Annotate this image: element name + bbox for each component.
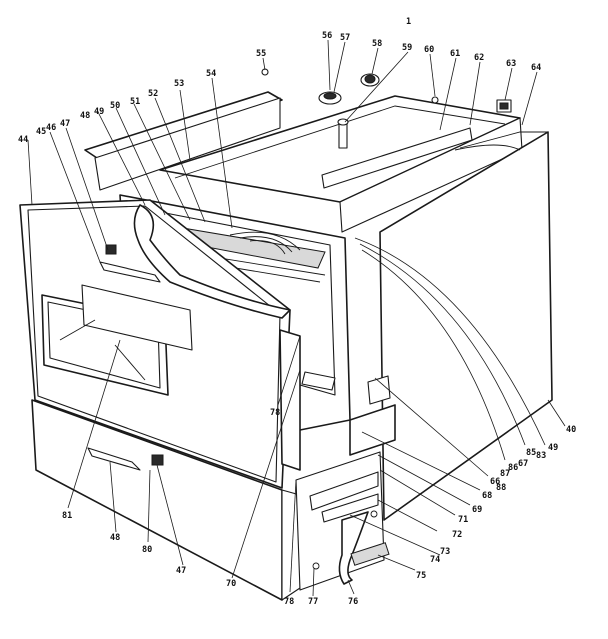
callout-73: 73	[440, 547, 450, 557]
callout-88: 88	[496, 483, 506, 493]
callout-58: 58	[372, 39, 382, 49]
top-fittings	[261, 68, 512, 149]
callout-66: 66	[490, 477, 500, 487]
callout-78-b: 78	[270, 408, 280, 418]
callout-54: 54	[206, 69, 216, 79]
callout-64: 64	[531, 63, 541, 73]
lower-drawer	[31, 399, 301, 601]
callout-49: 49	[94, 107, 104, 117]
callout-55: 55	[256, 49, 266, 59]
callout-45: 45	[36, 127, 46, 137]
callout-44: 44	[18, 135, 28, 145]
callout-57: 57	[340, 33, 350, 43]
callout-83: 83	[536, 451, 546, 461]
callout-60: 60	[424, 45, 434, 55]
callout-56: 56	[322, 31, 332, 41]
callout-47: 47	[60, 119, 70, 129]
callout-59: 59	[402, 43, 412, 53]
callout-labels: 1 40 44 45 46 47 47 48 48 49 49 50 51 52…	[18, 17, 576, 607]
callout-86: 86	[508, 463, 518, 473]
callout-61: 61	[450, 49, 460, 59]
callout-80: 80	[142, 545, 152, 555]
callout-40: 40	[566, 425, 576, 435]
callout-51: 51	[130, 97, 140, 107]
callout-1: 1	[406, 17, 411, 27]
callout-75: 75	[416, 571, 426, 581]
callout-48: 48	[80, 111, 90, 121]
callout-72: 72	[452, 530, 462, 540]
callout-81: 81	[62, 511, 72, 521]
callout-70: 70	[226, 579, 236, 589]
callout-69: 69	[472, 505, 482, 515]
callout-62: 62	[474, 53, 484, 63]
callout-71: 71	[458, 515, 468, 525]
callout-47-b: 47	[176, 566, 186, 576]
callout-49-b: 49	[548, 443, 558, 453]
callout-87: 87	[500, 469, 510, 479]
callout-50: 50	[110, 101, 120, 111]
callout-78: 78	[284, 597, 294, 607]
callout-53: 53	[174, 79, 184, 89]
callout-76: 76	[348, 597, 358, 607]
door-window	[41, 284, 193, 396]
callout-67: 67	[518, 459, 528, 469]
callout-68: 68	[482, 491, 492, 501]
callout-46: 46	[46, 123, 56, 133]
callout-77: 77	[308, 597, 318, 607]
callout-85: 85	[526, 448, 536, 458]
leader-lines	[27, 39, 566, 597]
callout-74: 74	[430, 555, 440, 565]
callout-48-b: 48	[110, 533, 120, 543]
callout-63: 63	[506, 59, 516, 69]
callout-52: 52	[148, 89, 158, 99]
